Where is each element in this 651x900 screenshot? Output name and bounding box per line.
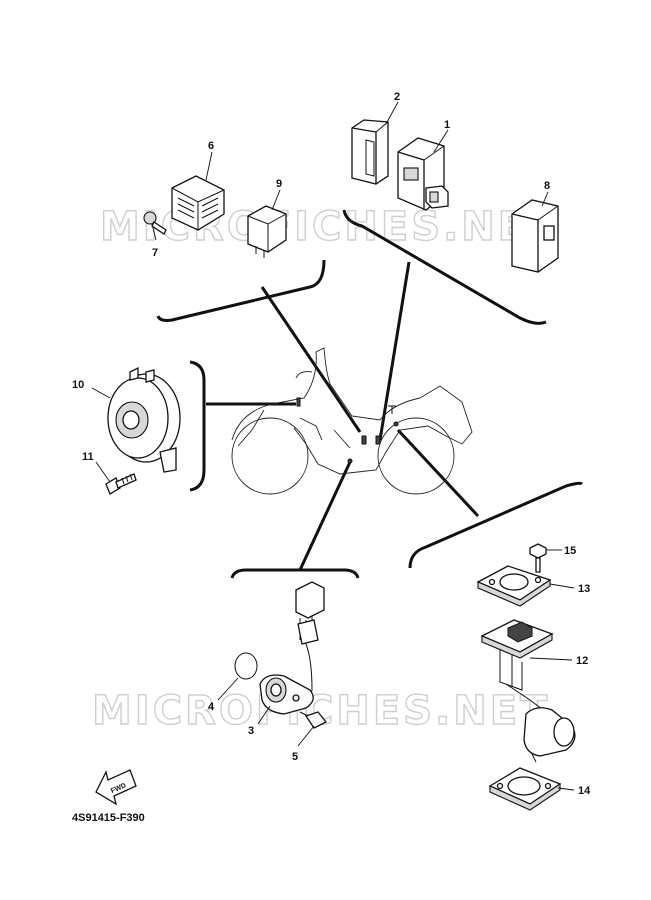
bracket-top-left xyxy=(156,259,326,322)
bike-point-e xyxy=(393,421,399,427)
fwd-arrow-icon: FWD xyxy=(95,769,137,806)
bracket-top-right xyxy=(342,209,547,325)
part-7-bolt xyxy=(143,211,167,235)
callout-2: 2 xyxy=(394,91,400,103)
bracket-bottom-middle xyxy=(230,568,360,579)
callout-11: 11 xyxy=(82,451,94,463)
watermark-top: MICROFICHES.NET xyxy=(100,204,558,250)
callout-8: 8 xyxy=(544,180,550,192)
callout-12: 12 xyxy=(576,655,588,667)
leader-top-left xyxy=(260,286,362,433)
part-3-sensor xyxy=(259,674,314,715)
bike-connector-a xyxy=(361,435,367,445)
part-9-flasher-relay xyxy=(247,205,287,258)
part-13-gasket xyxy=(476,565,552,607)
callout-7: 7 xyxy=(152,247,158,259)
leader-bottom-middle xyxy=(298,461,352,571)
part-14-gasket xyxy=(488,767,562,811)
motorcycle-outline xyxy=(231,347,473,495)
bike-connector-c xyxy=(296,397,301,407)
part-10-horn xyxy=(107,366,181,473)
callout-6: 6 xyxy=(208,140,214,152)
part-12-fuel-sender xyxy=(480,619,576,763)
leader-top-right-down xyxy=(396,428,480,518)
callout-14: 14 xyxy=(578,785,591,797)
callout-4: 4 xyxy=(208,701,215,713)
callout-1: 1 xyxy=(444,119,450,131)
diagram-code: 4S91415-F390 xyxy=(72,812,145,824)
callout-9: 9 xyxy=(276,178,282,190)
part-11-bolt xyxy=(105,473,137,495)
bike-clip-f xyxy=(388,405,396,414)
callout-3: 3 xyxy=(248,725,254,737)
part-15-screw xyxy=(529,543,547,573)
part-2-relay-cover xyxy=(351,119,389,185)
bike-point-d xyxy=(347,458,353,464)
part-6-rectifier-regulator xyxy=(171,175,225,231)
harness-connector xyxy=(295,581,325,703)
bracket-left xyxy=(189,360,206,492)
callout-10: 10 xyxy=(72,379,84,391)
callout-5: 5 xyxy=(292,751,298,763)
callout-15: 15 xyxy=(564,545,576,557)
callout-13: 13 xyxy=(578,583,590,595)
part-4-o-ring xyxy=(234,652,258,680)
leader-top-middle xyxy=(378,261,411,441)
bracket-bottom-right xyxy=(408,481,584,569)
part-5-screw xyxy=(299,711,328,729)
part-1-starter-relay xyxy=(397,137,449,211)
bike-connector-b xyxy=(375,435,381,445)
part-8-cdi-unit xyxy=(511,199,559,273)
watermark-bottom: MICROFICHES.NET xyxy=(92,688,550,734)
